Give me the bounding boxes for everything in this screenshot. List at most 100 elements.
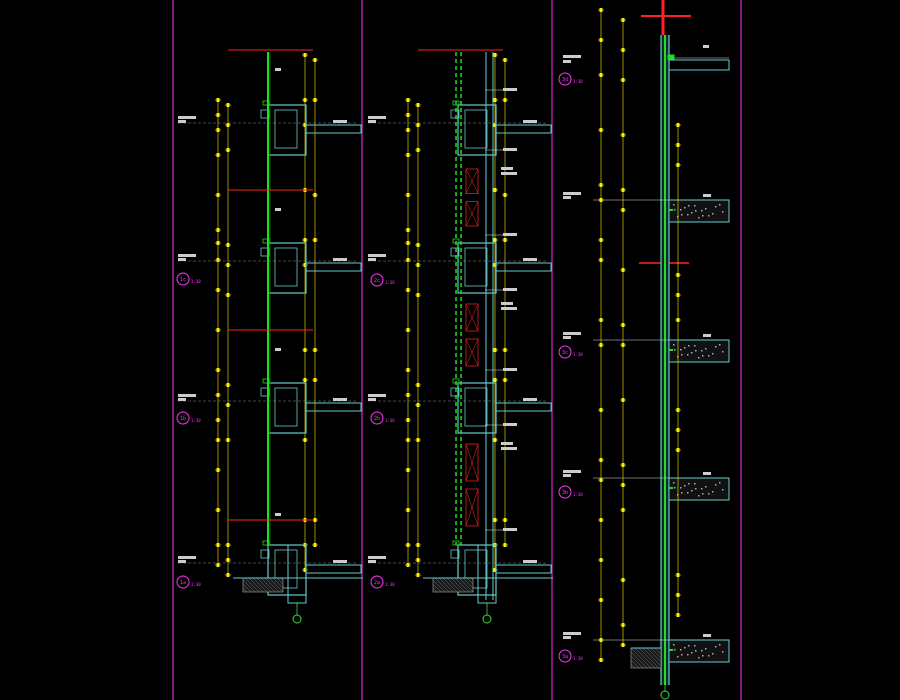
roof-slab bbox=[668, 59, 730, 71]
concrete-hatch-dot bbox=[673, 644, 675, 646]
concrete-hatch-dot bbox=[701, 210, 703, 212]
dimension-tick bbox=[313, 543, 317, 547]
annotation-text-mark bbox=[563, 196, 571, 199]
concrete-hatch-dot bbox=[701, 488, 703, 490]
annotation-text-mark bbox=[563, 55, 581, 58]
viewport-frames bbox=[172, 0, 742, 700]
floor-slab bbox=[305, 124, 362, 134]
callout-scale: 1:30 bbox=[573, 79, 583, 84]
annotation-text-mark bbox=[501, 447, 517, 450]
callout-scale: 1:30 bbox=[573, 492, 583, 497]
callout-number: 3b bbox=[562, 490, 568, 496]
hatch-stroke bbox=[630, 651, 648, 669]
concrete-hatch-dot bbox=[712, 491, 714, 493]
dimension-tick bbox=[226, 148, 230, 152]
annotation-text-mark bbox=[501, 442, 513, 445]
infill-cross bbox=[465, 168, 479, 194]
callout-number: 2c bbox=[374, 278, 380, 284]
concrete-hatch-dot bbox=[698, 657, 700, 659]
concrete-hatch-dot bbox=[674, 649, 676, 651]
concrete-hatch-dot bbox=[684, 347, 686, 349]
dimension-tick bbox=[599, 238, 603, 242]
dimension-tick bbox=[416, 438, 420, 442]
concrete-hatch-dot bbox=[687, 214, 689, 216]
dimension-tick bbox=[599, 198, 603, 202]
concrete-hatch-dot bbox=[681, 354, 683, 356]
concrete-hatch-dot bbox=[695, 650, 697, 652]
dimension-tick bbox=[416, 558, 420, 562]
dimension-tick bbox=[493, 123, 497, 127]
dimension-tick bbox=[416, 383, 420, 387]
dimension-tick bbox=[226, 263, 230, 267]
dimension-tick bbox=[313, 58, 317, 62]
callout-bubble bbox=[370, 273, 384, 287]
concrete-hatch-dot bbox=[688, 483, 690, 485]
callout-scale: 1:30 bbox=[385, 280, 395, 285]
infill-cross bbox=[465, 303, 479, 332]
dimension-tick bbox=[216, 393, 220, 397]
dimension-tick bbox=[493, 518, 497, 522]
dimension-tick bbox=[416, 123, 420, 127]
dimension-tick bbox=[313, 98, 317, 102]
dimension-tick bbox=[216, 128, 220, 132]
floor-slab bbox=[495, 124, 552, 134]
hatch-stroke bbox=[242, 583, 252, 593]
dimension-tick bbox=[226, 543, 230, 547]
dimension-tick bbox=[599, 518, 603, 522]
annotation-text-mark bbox=[703, 634, 711, 637]
concrete-hatch-dot bbox=[722, 351, 724, 353]
annotation-text-mark bbox=[503, 423, 517, 426]
annotation-text-mark bbox=[503, 148, 517, 151]
annotation-text-mark bbox=[178, 556, 196, 559]
concrete-hatch-dot bbox=[712, 353, 714, 355]
dimension-tick bbox=[599, 638, 603, 642]
dimension-tick bbox=[216, 98, 220, 102]
dimension-tick bbox=[406, 508, 410, 512]
hatch-stroke bbox=[630, 647, 652, 669]
dimension-tick bbox=[406, 563, 410, 567]
hatch-stroke bbox=[462, 577, 474, 589]
dimension-tick bbox=[416, 293, 420, 297]
hatch-stroke bbox=[450, 577, 466, 593]
annotation-text-mark bbox=[563, 636, 571, 639]
hatch-stroke bbox=[244, 577, 260, 593]
concrete-hatch-dot bbox=[719, 644, 721, 646]
dimension-tick bbox=[416, 403, 420, 407]
annotation-text-mark bbox=[368, 254, 386, 257]
dimension-tick bbox=[303, 568, 307, 572]
dimension-tick bbox=[599, 408, 603, 412]
infill-panel bbox=[465, 303, 479, 332]
dimension-tick bbox=[226, 123, 230, 127]
annotation-text-mark bbox=[501, 307, 517, 310]
hatch-stroke bbox=[264, 577, 280, 593]
concrete-hatch-dot bbox=[681, 654, 683, 656]
concrete-hatch-dot bbox=[698, 357, 700, 359]
concrete-hatch-dot bbox=[705, 486, 707, 488]
dimension-tick bbox=[599, 183, 603, 187]
annotation-text-mark bbox=[368, 116, 386, 119]
annotation-text-mark bbox=[523, 258, 537, 261]
dimension-tick bbox=[503, 518, 507, 522]
infill-cross bbox=[465, 488, 479, 527]
dimension-tick bbox=[216, 508, 220, 512]
dimension-tick bbox=[676, 143, 680, 147]
concrete-hatch-dot bbox=[673, 344, 675, 346]
dimension-tick bbox=[599, 658, 603, 662]
dimension-tick bbox=[493, 238, 497, 242]
dimension-tick bbox=[303, 238, 307, 242]
concrete-hatch-dot bbox=[702, 493, 704, 495]
hatch-stroke bbox=[432, 583, 442, 593]
dimension-tick bbox=[599, 38, 603, 42]
concrete-hatch-dot bbox=[705, 208, 707, 210]
dimension-tick bbox=[676, 448, 680, 452]
dimension-tick bbox=[493, 438, 497, 442]
hatch-stroke bbox=[630, 655, 644, 669]
annotation-text-mark bbox=[368, 394, 386, 397]
annotation-text-mark bbox=[563, 60, 571, 63]
concrete-hatch-dot bbox=[681, 214, 683, 216]
